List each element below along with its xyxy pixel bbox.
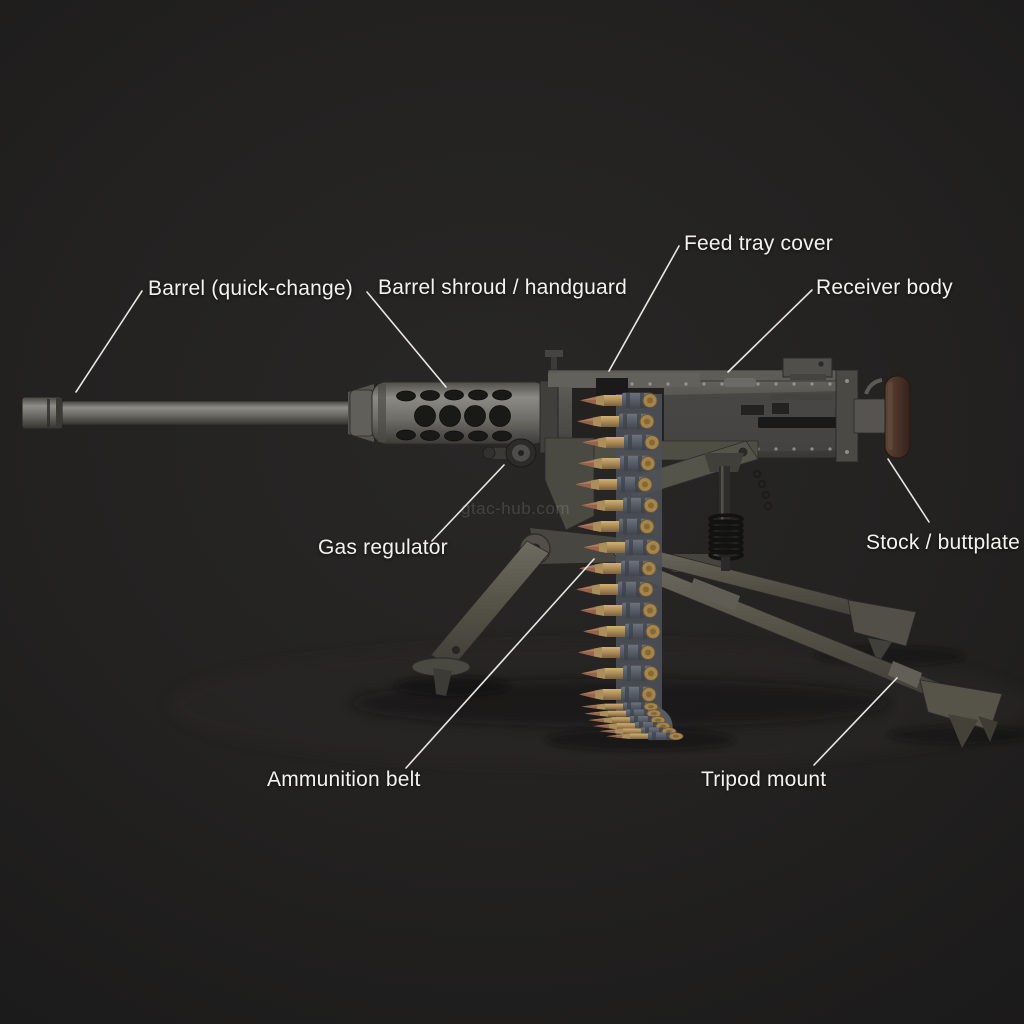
label-ammunition-belt: Ammunition belt [267, 768, 421, 791]
ammo-belt [574, 392, 684, 741]
leader-feed-tray-cover [608, 245, 680, 372]
leader-ammunition-belt [405, 558, 595, 769]
leader-barrel-shroud [366, 291, 447, 388]
gas-regulator [482, 438, 537, 468]
front-sight [551, 352, 557, 384]
barrel-shroud [348, 381, 549, 445]
rear-sight [782, 357, 833, 380]
label-tripod-mount: Tripod mount [701, 768, 827, 791]
retaining-chain [752, 469, 773, 511]
leader-tripod-mount [813, 677, 898, 766]
pintle-head [530, 528, 626, 564]
label-receiver-body: Receiver body [816, 276, 953, 299]
leader-stock-buttplate [887, 458, 930, 523]
label-gas-regulator: Gas regulator [318, 536, 448, 559]
buttplate-hook [864, 378, 883, 395]
watermark: gtac-hub.com [461, 499, 570, 518]
stock-buttplate [853, 375, 911, 459]
label-feed-tray-cover: Feed tray cover [684, 232, 833, 255]
elevation-mechanism [704, 453, 773, 571]
tripod-front-leg [411, 540, 550, 696]
front-cradle-plate [544, 437, 595, 531]
barrel [21, 396, 353, 430]
elevation-spring [708, 513, 744, 561]
leader-gas-regulator [431, 464, 505, 542]
charging-handle [724, 378, 756, 387]
tripod [411, 437, 1003, 748]
leader-lines [75, 245, 930, 769]
leader-barrel [75, 290, 143, 393]
label-barrel: Barrel (quick-change) [148, 277, 353, 300]
front-sight-blade [545, 350, 563, 357]
leader-receiver-body [727, 289, 813, 373]
label-barrel-shroud: Barrel shroud / handguard [378, 276, 627, 299]
label-stock-buttplate: Stock / buttplate [866, 531, 1020, 554]
